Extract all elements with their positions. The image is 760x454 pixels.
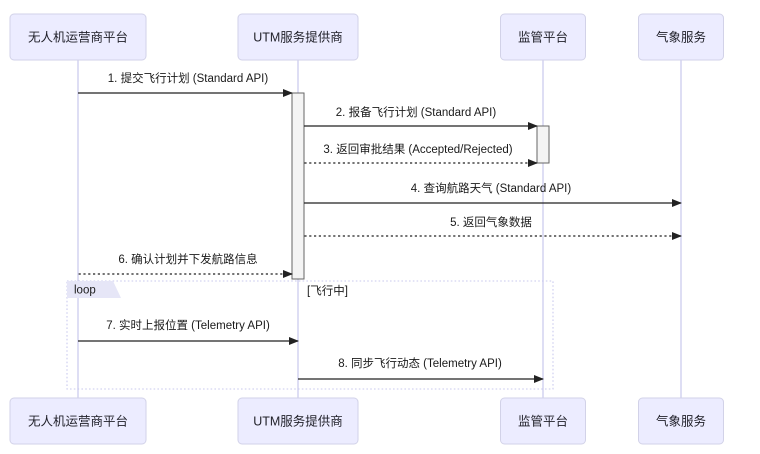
actor-box-operator-bottom[interactable] xyxy=(9,397,147,445)
activations-group xyxy=(291,92,550,280)
actor-box-utm-top[interactable] xyxy=(237,13,359,61)
message-label-8: 8. 同步飞行动态 (Telemetry API) xyxy=(338,357,502,370)
loop-fragment-label: loop xyxy=(74,285,96,297)
loop-fragment-frame xyxy=(66,280,554,390)
activation-bar-regulator xyxy=(536,125,550,164)
actor-label-operator-top: 无人机运营商平台 xyxy=(28,29,128,44)
actor-label-operator-bottom: 无人机运营商平台 xyxy=(28,413,128,428)
actors-bottom-group: 无人机运营商平台 UTM服务提供商 监管平台 气象服务 xyxy=(9,397,724,445)
actor-label-weather-bottom: 气象服务 xyxy=(656,413,706,428)
actor-label-utm-bottom: UTM服务提供商 xyxy=(253,413,343,428)
loop-fragment-tab xyxy=(67,281,121,298)
actor-box-utm-bottom[interactable] xyxy=(237,397,359,445)
message-label-3: 3. 返回审批结果 (Accepted/Rejected) xyxy=(323,142,512,156)
actor-label-utm-top: UTM服务提供商 xyxy=(253,29,343,44)
actor-label-regulator-bottom: 监管平台 xyxy=(518,413,568,428)
message-label-2: 2. 报备飞行计划 (Standard API) xyxy=(336,105,497,119)
actor-box-operator-top[interactable] xyxy=(9,13,147,61)
actors-top-group: 无人机运营商平台 UTM服务提供商 监管平台 气象服务 xyxy=(9,13,724,61)
message-label-5: 5. 返回气象数据 xyxy=(450,215,532,229)
actor-box-regulator-top[interactable] xyxy=(500,13,586,61)
message-label-6: 6. 确认计划并下发航路信息 xyxy=(118,252,257,266)
loop-frames-group: loop [飞行中] xyxy=(66,280,554,390)
loop-condition-label: [飞行中] xyxy=(307,285,348,298)
message-label-1: 1. 提交飞行计划 (Standard API) xyxy=(108,71,269,85)
message-label-7: 7. 实时上报位置 (Telemetry API) xyxy=(106,318,270,332)
actor-box-weather-bottom[interactable] xyxy=(638,397,724,445)
activation-bar-utm xyxy=(291,92,305,280)
message-label-4: 4. 查询航路天气 (Standard API) xyxy=(411,181,572,195)
actor-label-regulator-top: 监管平台 xyxy=(518,29,568,44)
actor-label-weather-top: 气象服务 xyxy=(656,29,706,44)
messages-group: 1. 提交飞行计划 (Standard API) 2. 报备飞行计划 (Stand… xyxy=(78,71,682,383)
actor-box-regulator-bottom[interactable] xyxy=(500,397,586,445)
actor-box-weather-top[interactable] xyxy=(638,13,724,61)
